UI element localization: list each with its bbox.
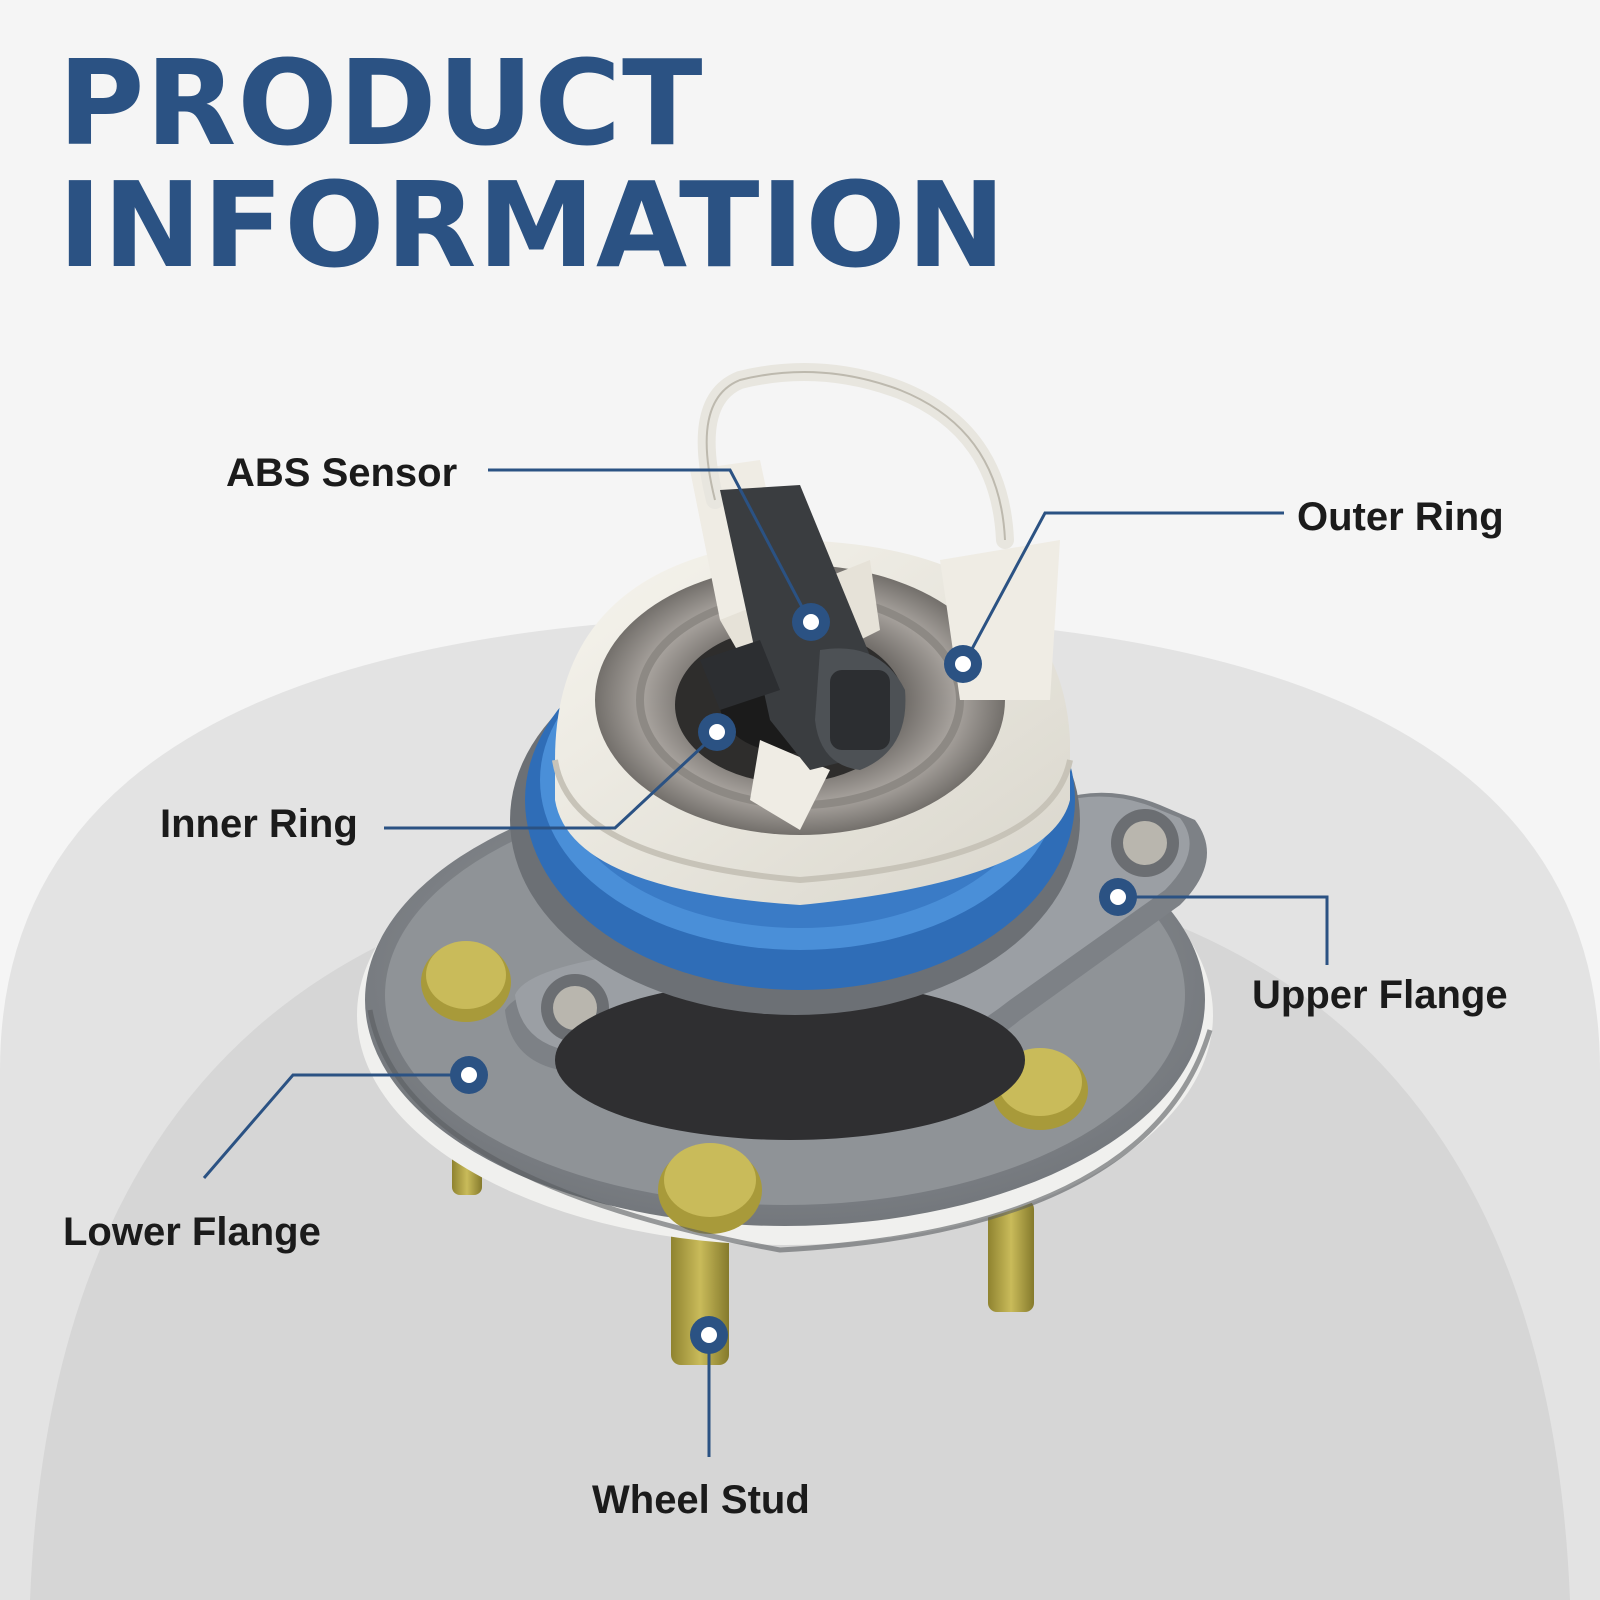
marker-outer-ring <box>944 645 982 683</box>
marker-abs-sensor <box>792 603 830 641</box>
marker-inner-ring <box>698 713 736 751</box>
label-inner-ring: Inner Ring <box>160 802 358 846</box>
callout-markers <box>450 603 1137 1354</box>
label-wheel-stud: Wheel Stud <box>592 1478 810 1522</box>
marker-upper-flange <box>1099 878 1137 916</box>
label-abs-sensor: ABS Sensor <box>226 451 458 495</box>
marker-lower-flange <box>450 1056 488 1094</box>
marker-wheel-stud <box>690 1316 728 1354</box>
label-outer-ring: Outer Ring <box>1297 495 1504 539</box>
label-lower-flange: Lower Flange <box>63 1210 321 1254</box>
page-title-line-1: PRODUCT <box>58 34 704 172</box>
page-title-line-2: INFORMATION <box>58 156 1007 294</box>
label-upper-flange: Upper Flange <box>1252 973 1508 1017</box>
